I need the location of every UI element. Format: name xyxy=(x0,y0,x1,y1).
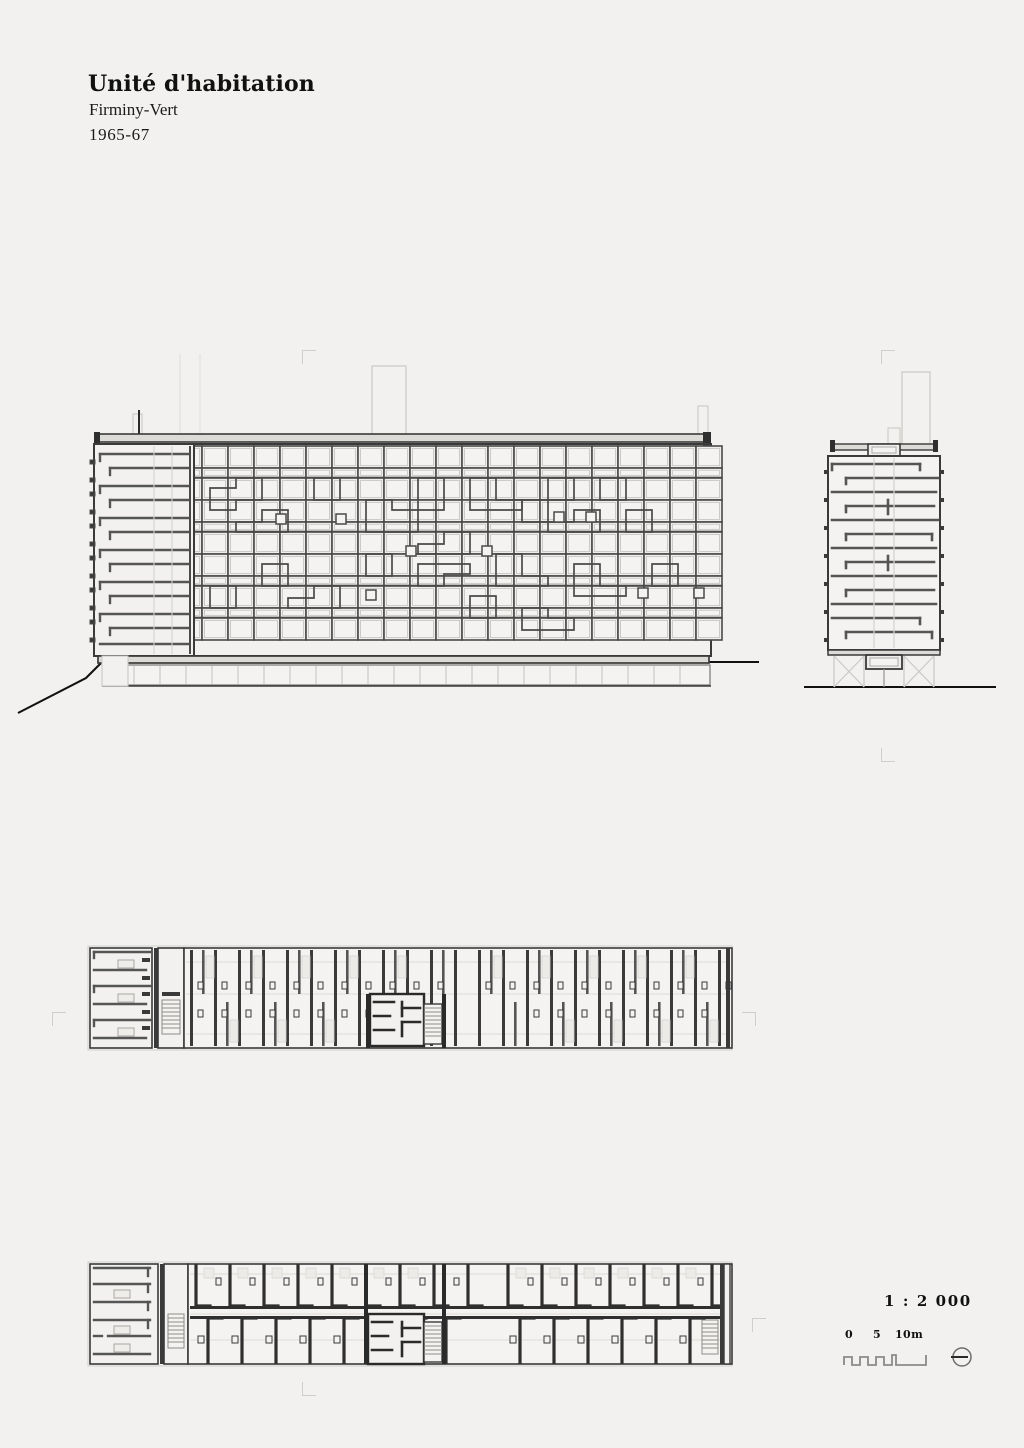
page-title: Unité d'habitation xyxy=(88,71,315,97)
crop-mark xyxy=(302,350,316,364)
scale-block: 1 : 2 000 0 5 10m xyxy=(840,1292,1000,1368)
titleblock: Unité d'habitation Firminy-Vert 1965-67 xyxy=(88,72,315,147)
long-elevation-svg xyxy=(17,354,759,714)
crop-mark xyxy=(881,350,895,364)
scale-ratio: 1 : 2 000 xyxy=(884,1292,972,1310)
crop-mark xyxy=(752,1318,766,1332)
crop-mark xyxy=(52,1012,66,1026)
graphic-scale: 0 5 10m xyxy=(840,1328,1000,1368)
crop-mark xyxy=(742,1012,756,1026)
drawing-long-elevation xyxy=(14,338,774,738)
upper-floor-plan-svg xyxy=(87,945,733,1051)
scale-tick-0: 0 xyxy=(845,1328,854,1341)
north-arrow-icon xyxy=(951,1347,972,1367)
circulation-core xyxy=(366,992,446,1048)
scale-bar-svg xyxy=(843,1347,972,1367)
crop-mark xyxy=(302,1382,316,1396)
scale-tick-5: 5 xyxy=(873,1328,882,1341)
scale-tick-10: 10m xyxy=(895,1328,924,1341)
drawing-upper-floor-plan xyxy=(80,938,740,1058)
project-location: Firminy-Vert xyxy=(89,99,178,119)
drawing-gable-elevation xyxy=(800,350,1000,700)
lower-floor-plan-svg xyxy=(87,1261,733,1367)
gable-elevation-svg xyxy=(804,371,996,689)
crop-mark xyxy=(881,748,895,762)
drawing-lower-floor-plan xyxy=(80,1254,740,1374)
circulation-core xyxy=(364,1264,446,1366)
project-years: 1965-67 xyxy=(89,124,150,144)
